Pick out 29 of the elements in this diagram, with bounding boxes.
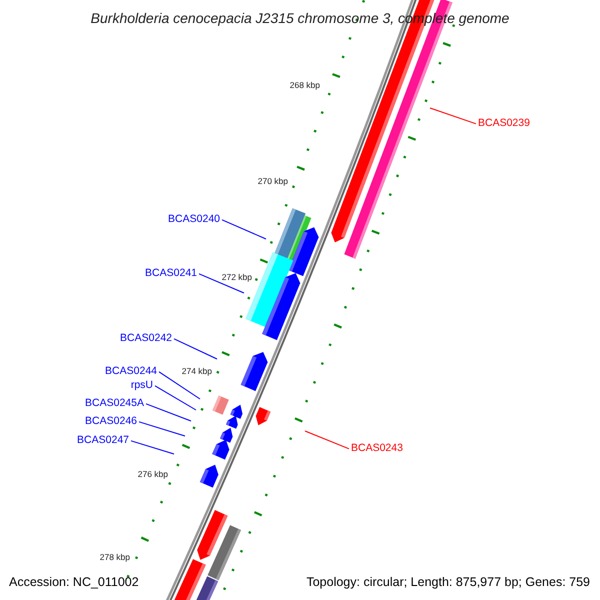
gene-label: BCAS0239 <box>478 118 530 128</box>
leader-line <box>174 338 218 360</box>
position-label: 274 kbp <box>182 366 212 375</box>
leader-line <box>154 385 196 410</box>
footer-text: Topology: circular; Length: 875,977 bp; Genes: 759 <box>306 576 590 588</box>
gene-label: BCAS0246 <box>85 416 137 426</box>
position-label: 278 kbp <box>100 552 130 561</box>
leader-line <box>158 371 200 400</box>
gene-label: BCAS0247 <box>77 434 129 445</box>
leader-line <box>198 273 244 294</box>
title: Burkholderia cenocepacia J2315 chromosome 3, complete genome <box>90 11 510 25</box>
position-label: 268 kbp <box>290 80 320 89</box>
gene-label: BCAS0243 <box>351 442 403 453</box>
leader-line <box>304 430 350 450</box>
gene-label: BCAS0241 <box>145 268 197 278</box>
position-label: 270 kbp <box>258 176 288 185</box>
position-label: 272 kbp <box>222 272 252 281</box>
leader-line <box>146 403 192 422</box>
gene-label: BCAS0245A <box>85 398 144 408</box>
leader-line <box>222 219 266 240</box>
gene-label: BCAS0242 <box>120 332 172 343</box>
gene-label: BCAS0244 <box>105 366 157 376</box>
leader-line <box>430 108 476 124</box>
position-label: 276 kbp <box>138 470 168 478</box>
gene-label: rpsU <box>130 380 153 390</box>
leader-line <box>138 421 186 436</box>
leader-line <box>130 440 174 454</box>
gene-label: BCAS0240 <box>168 214 220 224</box>
footer-text: Accession: NC_011002 <box>9 576 139 588</box>
